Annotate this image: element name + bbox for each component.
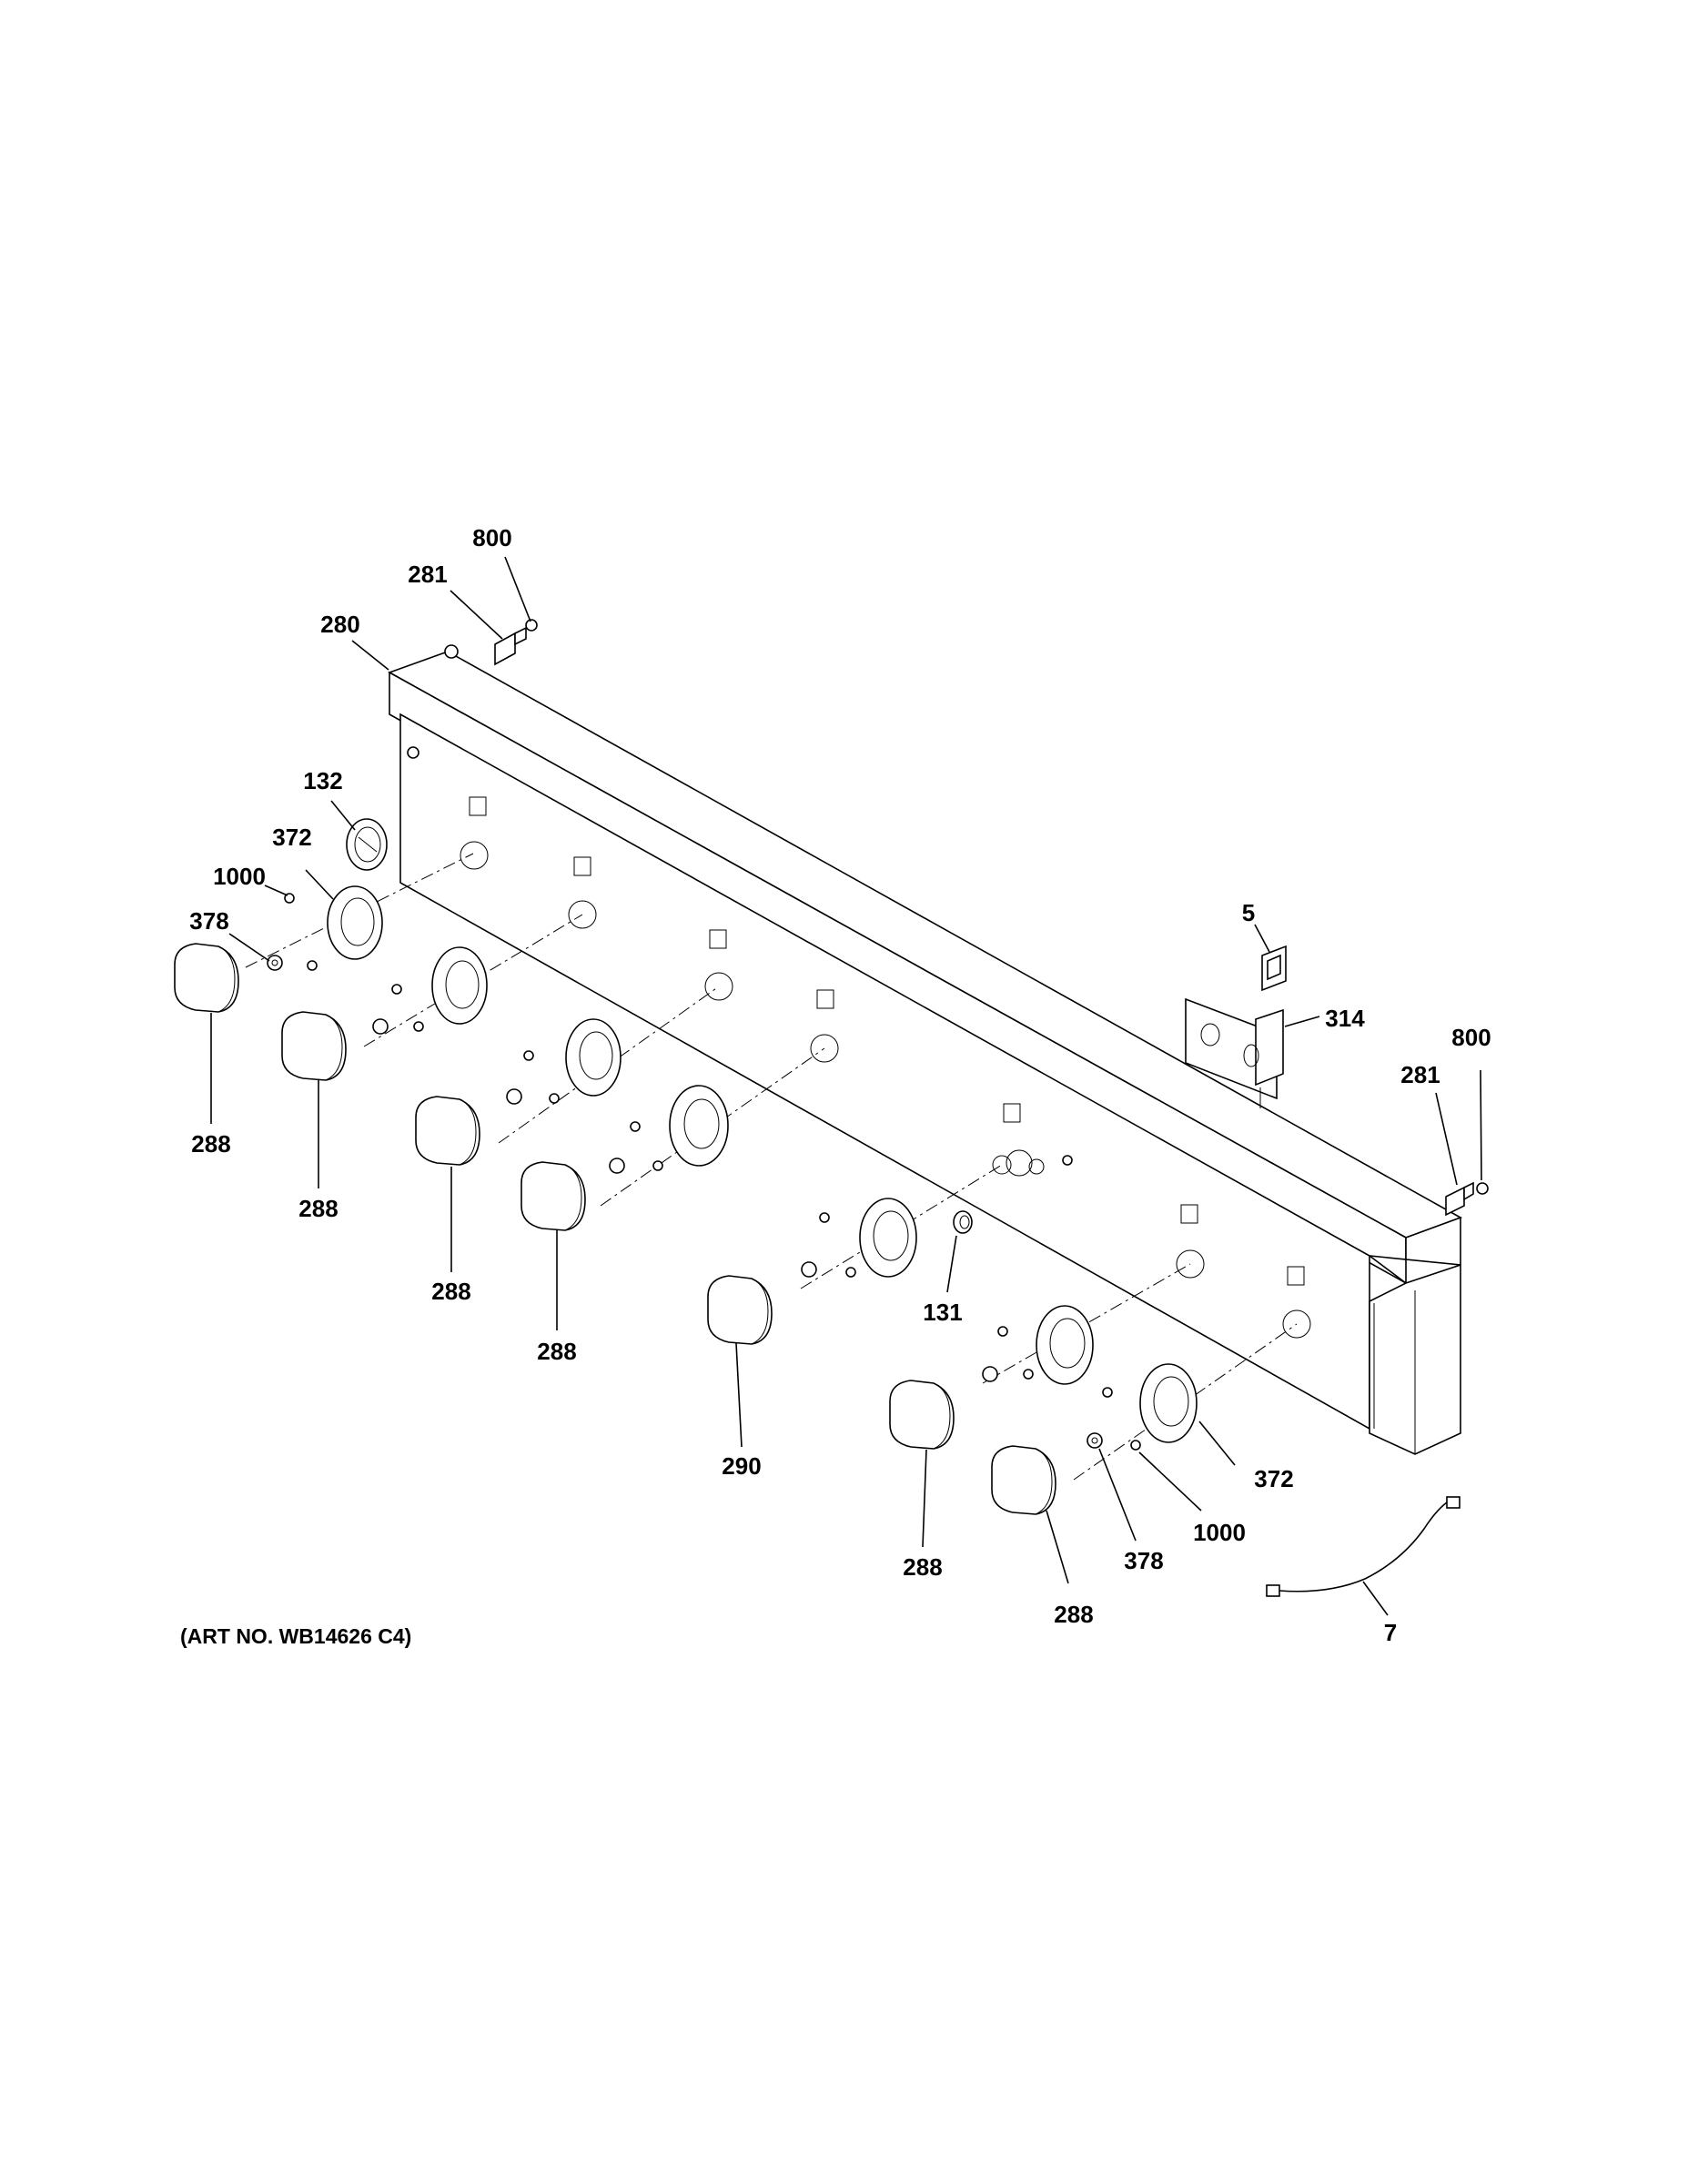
bezel-6 xyxy=(1036,1305,1094,1385)
bezel-1 xyxy=(327,885,383,960)
callout-5: 5 xyxy=(1242,899,1255,926)
callout-281-right: 281 xyxy=(1400,1061,1440,1088)
bezel-4 xyxy=(669,1085,729,1167)
control-knobs xyxy=(174,943,1056,1515)
callout-1000-left: 1000 xyxy=(213,863,266,890)
indicator-lens-131 xyxy=(953,1210,973,1234)
knob-288-c xyxy=(415,1096,480,1166)
panel-hole-7 xyxy=(1282,1266,1311,1339)
leader-lines xyxy=(210,556,1482,1616)
callout-800-top: 800 xyxy=(472,524,511,551)
callout-288-b: 288 xyxy=(298,1195,338,1222)
panel-hole-3 xyxy=(704,929,733,1001)
nut-378-right xyxy=(1087,1432,1103,1449)
bezel-7 xyxy=(1139,1363,1198,1443)
callout-378-left: 378 xyxy=(189,907,228,935)
panel-knob-holes xyxy=(460,796,1311,1339)
panel-hole-1 xyxy=(460,796,489,870)
panel-hole-5 xyxy=(992,1103,1045,1177)
art-number-caption: (ART NO. WB14626 C4) xyxy=(180,1624,411,1648)
callout-288-e: 288 xyxy=(903,1553,942,1581)
callout-378-right: 378 xyxy=(1124,1547,1163,1574)
panel-hole-4 xyxy=(810,989,839,1063)
callout-800-right: 800 xyxy=(1451,1024,1491,1051)
bracket-281-right xyxy=(1445,1181,1474,1217)
panel-hole-2 xyxy=(568,856,597,929)
wire-harness-7 xyxy=(1266,1496,1461,1597)
knob-288-b xyxy=(281,1011,347,1081)
nut-378-left xyxy=(267,955,283,971)
bracket-281-top xyxy=(494,626,527,666)
knob-288-f xyxy=(991,1445,1056,1515)
callout-288-a: 288 xyxy=(191,1130,230,1158)
callout-7: 7 xyxy=(1384,1619,1397,1646)
callout-290: 290 xyxy=(722,1452,761,1480)
callout-132: 132 xyxy=(303,767,342,794)
bezel-3 xyxy=(565,1018,622,1097)
medallion-132 xyxy=(346,818,388,871)
bezel-2 xyxy=(431,946,488,1025)
screw-800-right xyxy=(1476,1182,1489,1195)
screw-1000-right xyxy=(1130,1440,1141,1451)
screw-800-top xyxy=(525,619,538,632)
callout-labels: 800 281 280 132 372 1000 378 288 288 288… xyxy=(189,524,1491,1646)
knob-288-a xyxy=(174,943,239,1013)
switch-bracket-314 xyxy=(1185,997,1284,1108)
callout-280: 280 xyxy=(320,611,359,638)
callout-281-top: 281 xyxy=(408,561,447,588)
screws-and-nuts xyxy=(267,619,1489,1451)
knob-bezels xyxy=(327,885,1198,1443)
control-panel-280 xyxy=(388,644,1462,1455)
callout-288-d: 288 xyxy=(537,1338,576,1365)
knob-290 xyxy=(707,1275,773,1345)
callout-131: 131 xyxy=(923,1299,962,1326)
rocker-switch-5 xyxy=(1261,945,1287,992)
bezel-5 xyxy=(859,1198,917,1278)
callout-288-c: 288 xyxy=(431,1278,470,1305)
callout-372-left: 372 xyxy=(272,824,311,851)
callout-372-right: 372 xyxy=(1254,1465,1293,1492)
knob-288-e xyxy=(889,1380,955,1450)
callout-314: 314 xyxy=(1325,1005,1365,1032)
panel-hole-6 xyxy=(1176,1204,1205,1279)
knob-288-d xyxy=(521,1161,586,1231)
callout-288-f: 288 xyxy=(1054,1601,1093,1628)
callout-1000-right: 1000 xyxy=(1193,1519,1246,1546)
